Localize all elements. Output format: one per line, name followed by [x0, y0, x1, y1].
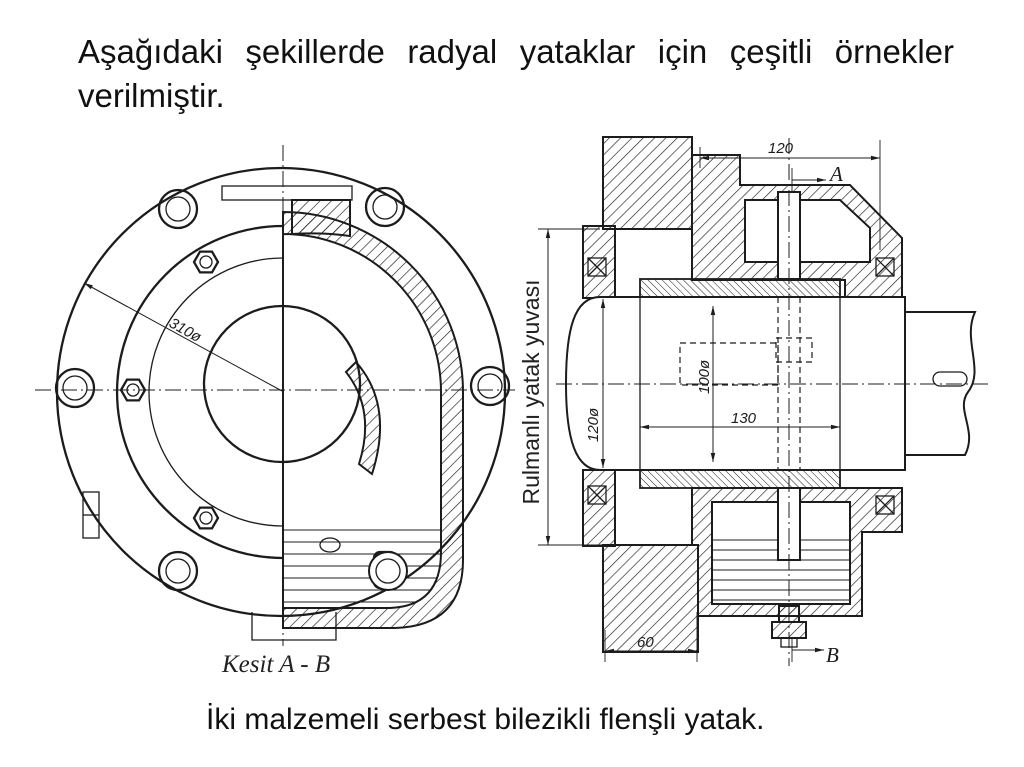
bearing-section-view: 120 A 120ø 100ø 130 60 B [538, 136, 992, 667]
section-label: Kesit A - B [222, 651, 331, 678]
bolt-hole [157, 550, 199, 592]
inner-diameter-label: 100ø [696, 360, 713, 394]
outer-diameter-label: 120ø [585, 408, 602, 442]
bolt-hole [364, 186, 406, 228]
oil-ring-section [319, 537, 341, 553]
seal [587, 485, 607, 505]
top-cover-section [291, 199, 351, 238]
flange-width-label: 60 [637, 634, 654, 651]
bearing-housing-label: Rulmanlı yatak yuvası [518, 279, 544, 505]
bearing-shell-section [344, 360, 381, 476]
oil-level-lines [283, 529, 441, 603]
figure-caption: İki malzemeli serbest bilezikli flenşli … [206, 703, 765, 736]
housing-inner-arc [148, 257, 284, 527]
housing-flange-bottom [582, 469, 616, 547]
seal [875, 257, 895, 277]
bolt-hole [469, 365, 511, 407]
section-mark-a: A [828, 162, 843, 186]
hex-nuts [119, 250, 220, 530]
bolt-hole [54, 367, 96, 409]
housing-outer-arc [115, 224, 284, 560]
bolt-hole [368, 551, 408, 591]
hex-nut [192, 250, 220, 274]
bush-length-label: 130 [731, 410, 757, 427]
base-foot [251, 612, 337, 641]
frame-block-bottom [602, 544, 699, 653]
frame-block-top [602, 136, 693, 230]
hex-nut [192, 506, 220, 530]
flange-outer-circle [55, 166, 507, 618]
section-mark-b: B [826, 643, 839, 667]
flange-front-view: 310ø [35, 145, 515, 646]
housing-wall-section [282, 210, 464, 629]
bolt-hole [157, 188, 199, 230]
bush-upper [639, 278, 841, 298]
seal [875, 495, 895, 515]
flange-diameter-label: 310ø [166, 315, 204, 346]
bolt-holes [54, 186, 511, 592]
hex-nut [119, 378, 147, 402]
slide-title: Aşağıdaki şekillerde radyal yataklar içi… [78, 33, 954, 114]
diameter-dimension-line [83, 282, 283, 392]
bush-lower [639, 469, 841, 489]
top-cover [221, 185, 353, 201]
top-length-label: 120 [768, 140, 794, 157]
shaft-keyway [932, 371, 968, 387]
seal [587, 257, 607, 277]
housing-upper-section [691, 154, 903, 301]
